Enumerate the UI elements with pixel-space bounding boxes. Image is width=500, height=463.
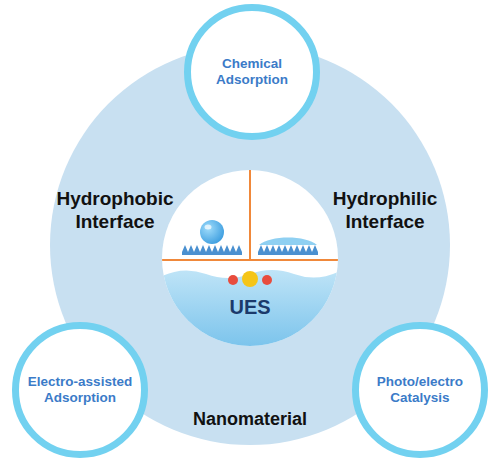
water-film [259,238,317,246]
molecule-atom [242,271,258,287]
molecule-atom [228,275,238,285]
interface-illustration [162,170,338,346]
rough-surface [258,245,318,255]
circle-label: Chemical Adsorption [193,56,311,88]
rough-surface [182,245,242,255]
outer-circle: Chemical Adsorption [184,4,320,140]
inner-circle: UES [162,170,338,346]
outer-circle: Electro-assisted Adsorption [12,322,148,458]
water-wave [162,270,338,346]
region-label: Hydrophilic Interface [310,188,460,234]
divider-line [249,170,251,260]
circle-label: Electro-assisted Adsorption [21,374,139,406]
droplet-highlight [205,225,212,230]
region-label: Nanomaterial [193,409,307,431]
region-label: Hydrophobic Interface [40,188,190,234]
circle-label: Photo/electro Catalysis [361,374,479,406]
outer-circle: Photo/electro Catalysis [352,322,488,458]
molecule-atom [262,275,272,285]
center-label: UES [229,295,270,319]
water-droplet [200,220,224,244]
